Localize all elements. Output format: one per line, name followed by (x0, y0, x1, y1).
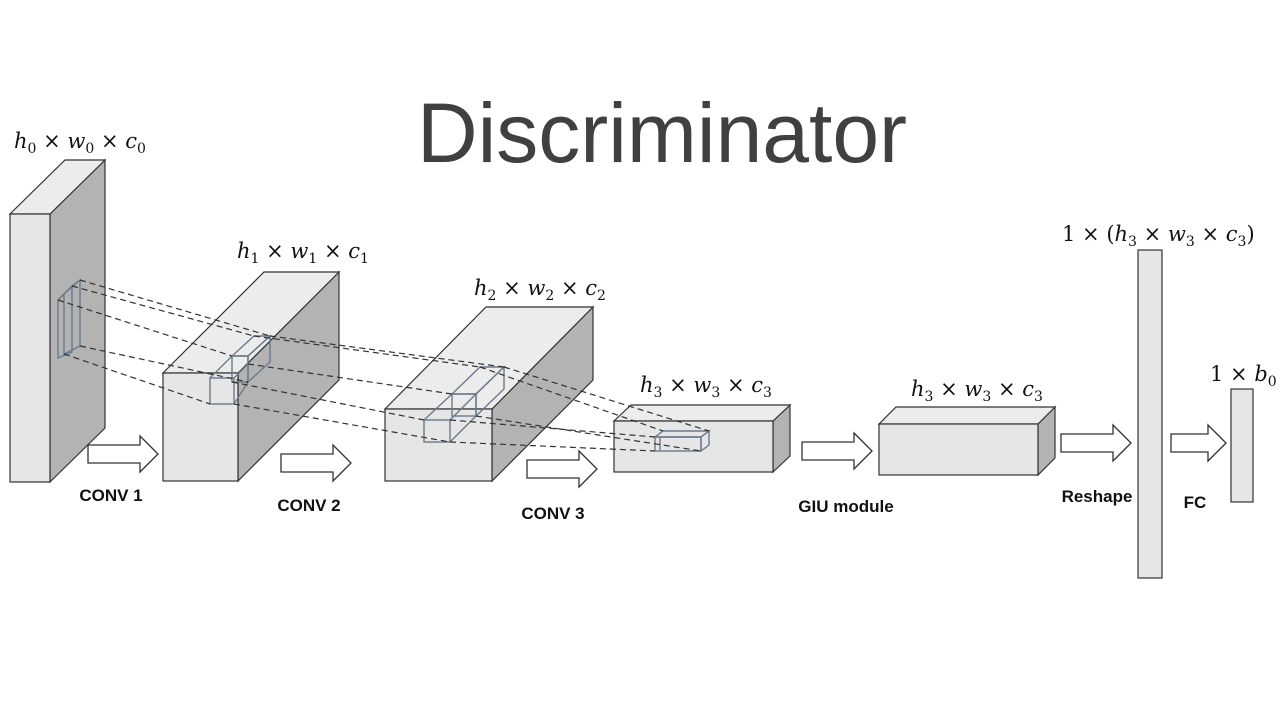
fc-output-bar (1230, 388, 1254, 503)
reshape-dim-label: 1 × (h3 × w3 × c3) (1062, 222, 1255, 250)
giu-dim-label: h3 × w3 × c3 (911, 377, 1043, 405)
giu-block-top (877, 406, 1057, 425)
conv1-dim-label: h1 × w1 × c1 (237, 239, 369, 267)
fc-arrow (1170, 423, 1227, 463)
reshape-vector-bar (1137, 249, 1163, 579)
conv1-block (161, 270, 341, 483)
conv1-kernel (209, 334, 272, 405)
conv1-block-front (162, 372, 239, 482)
projection-lines (57, 279, 710, 452)
conv2-arrow (280, 443, 352, 483)
conv3-arrow (526, 449, 598, 489)
conv3-block-top (612, 404, 792, 422)
fc-label: FC (1184, 493, 1207, 512)
reshape-label: Reshape (1062, 487, 1133, 506)
giu-label: GIU module (798, 497, 893, 516)
reshape-arrow (1060, 423, 1132, 463)
conv2-block-front (384, 408, 493, 482)
giu-arrow (801, 431, 873, 471)
input-block (8, 158, 107, 484)
giu-block (877, 405, 1057, 477)
input-dim-label: h0 × w0 × c0 (14, 129, 146, 157)
conv2-block (383, 305, 595, 483)
conv3-label: CONV 3 (521, 504, 584, 523)
conv3-dim-label: h3 × w3 × c3 (640, 373, 772, 401)
input-block-front (9, 213, 51, 483)
conv3-block-front (613, 420, 774, 473)
conv3-block (612, 403, 792, 474)
fc-dim-label: 1 × b0 (1210, 362, 1277, 390)
conv2-kernel (423, 365, 506, 443)
conv2-dim-label: h2 × w2 × c2 (474, 276, 606, 304)
giu-block-front (878, 423, 1039, 476)
conv1-arrow (87, 434, 159, 474)
conv2-label: CONV 2 (277, 496, 340, 515)
conv1-label: CONV 1 (79, 486, 142, 505)
diagram-title: Discriminator (417, 86, 907, 180)
